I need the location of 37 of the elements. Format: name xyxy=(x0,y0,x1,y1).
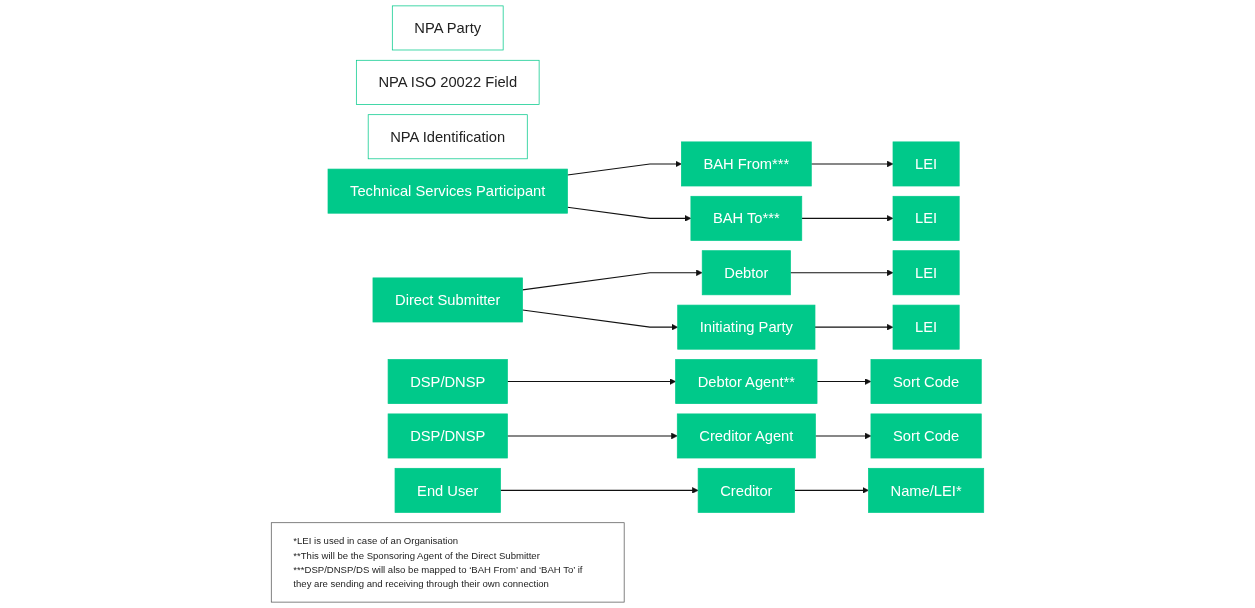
arrow xyxy=(816,378,872,385)
node-box: LEI xyxy=(892,195,960,241)
arrow xyxy=(506,378,676,385)
node-box: LEI xyxy=(892,304,960,350)
node-box: Debtor Agent** xyxy=(675,359,818,404)
node-box: Direct Submitter xyxy=(372,277,523,323)
node-box: DSP/DNSP xyxy=(387,413,508,459)
arrow xyxy=(810,160,894,168)
arrow xyxy=(814,323,894,331)
arrow xyxy=(801,215,894,222)
node-box: Initiating Party xyxy=(677,304,816,350)
arrow xyxy=(521,269,703,291)
arrow xyxy=(499,487,699,494)
node-box: End User xyxy=(394,467,501,513)
node-box: *LEI is used in case of an Organisation **This will be the Sponsoring Agent of the Direct Submitter ***DSP/DNSP/DS will also be mapped to ‘BAH From’ and ‘BAH To’ if they are sending and receiving through their own connection xyxy=(270,522,625,603)
arrow xyxy=(566,160,682,176)
arrow xyxy=(521,309,678,331)
node-box: Debtor xyxy=(701,250,791,296)
node-box: Creditor xyxy=(697,467,795,513)
node-box: NPA ISO 20022 Field xyxy=(355,59,540,105)
node-box: NPA Party xyxy=(391,5,504,51)
arrow xyxy=(814,432,872,440)
node-box: Sort Code xyxy=(870,359,982,404)
node-box: Sort Code xyxy=(870,413,982,459)
node-box: DSP/DNSP xyxy=(387,359,508,404)
arrow xyxy=(794,487,869,494)
arrow xyxy=(789,269,894,276)
arrow xyxy=(566,206,692,222)
node-box: NPA Identification xyxy=(367,114,528,160)
node-box: LEI xyxy=(892,141,960,187)
node-box: Creditor Agent xyxy=(676,413,816,459)
arrow xyxy=(506,432,678,440)
node-box: Name/LEI* xyxy=(868,467,985,513)
node-box: Technical Services Participant xyxy=(327,168,568,214)
node-box: LEI xyxy=(892,250,960,296)
node-box: BAH To*** xyxy=(690,195,803,241)
node-box: BAH From*** xyxy=(681,141,812,187)
